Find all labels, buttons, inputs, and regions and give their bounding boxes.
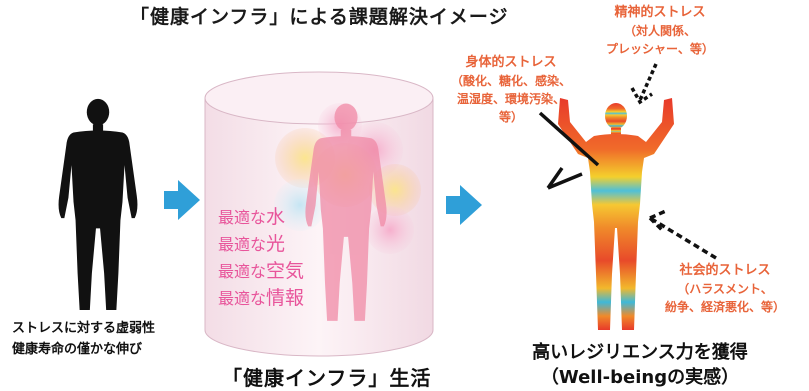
vulnerable-human-silhouette <box>58 98 138 310</box>
resilience-line-1: 高いレジリエンス力を獲得 <box>532 342 748 363</box>
social-stress-title: 社会的ストレス <box>679 263 771 278</box>
social-stress-label: 社会的ストレス （ハラスメント、 紛争、経済悪化、等） <box>650 262 800 316</box>
physical-stress-label: 身体的ストレス （酸化、糖化、感染、 温湿度、環境汚染、 等） <box>436 54 586 126</box>
physical-stress-title: 身体的ストレス <box>465 55 557 70</box>
optimal-item: 最適な空気 <box>218 260 305 282</box>
vulnerability-line-2: 健康寿命の僅かな伸び <box>12 342 143 357</box>
optimal-item: 最適な光 <box>218 233 286 255</box>
optimal-item: 最適な情報 <box>218 287 305 309</box>
physical-stress-detail-3: 等） <box>498 110 523 124</box>
social-stress-detail-2: 紛争、経済悪化、等） <box>664 300 785 314</box>
vulnerability-caption: ストレスに対する虚弱性 健康寿命の僅かな伸び <box>12 318 212 360</box>
flow-arrow-2 <box>446 185 482 225</box>
vulnerability-line-1: ストレスに対する虚弱性 <box>12 321 156 336</box>
mental-stress-arrow <box>630 63 658 105</box>
infra-life-caption: 「健康インフラ」生活 <box>222 366 432 390</box>
mental-stress-detail-1: （対人関係、 <box>623 24 696 38</box>
mental-stress-label: 精神的ストレス （対人関係、 プレッシャー、等） <box>590 4 730 58</box>
resilience-line-2: （Well-beingの実感） <box>540 367 740 388</box>
physical-stress-arrow <box>538 111 600 190</box>
flow-arrow-1 <box>164 180 200 220</box>
optimal-list: 最適な水 最適な光 最適な空気 最適な情報 <box>218 204 304 312</box>
optimal-item: 最適な水 <box>218 206 286 228</box>
physical-stress-detail-1: （酸化、糖化、感染、 <box>450 74 571 88</box>
mental-stress-detail-2: プレッシャー、等） <box>606 42 714 56</box>
social-stress-arrow <box>648 208 717 260</box>
social-stress-detail-1: （ハラスメント、 <box>677 282 773 296</box>
mental-stress-title: 精神的ストレス <box>614 5 706 20</box>
physical-stress-detail-2: 温湿度、環境汚染、 <box>456 92 565 106</box>
diagram-title: 「健康インフラ」による課題解決イメージ <box>130 6 509 28</box>
resilience-caption: 高いレジリエンス力を獲得 （Well-beingの実感） <box>505 340 775 390</box>
